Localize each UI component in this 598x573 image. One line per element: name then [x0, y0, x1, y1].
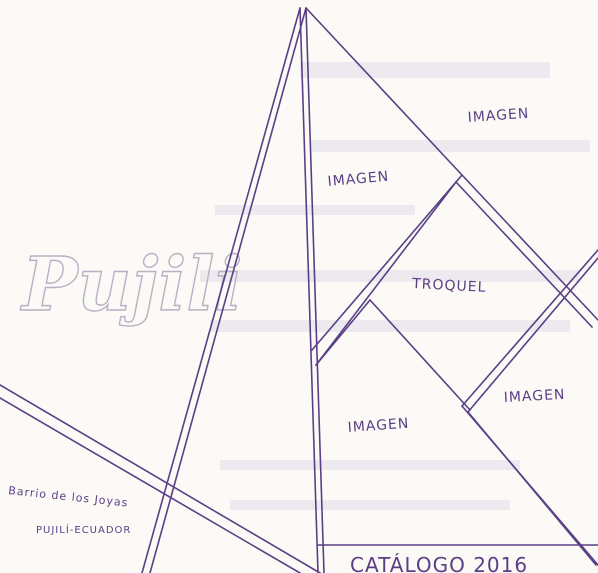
- caption-line-2: PUJILÍ-ECUADOR: [36, 523, 131, 536]
- label-imagen-lower-mid: IMAGEN: [347, 416, 410, 436]
- show-through-text: [200, 62, 590, 510]
- label-imagen-upper-mid: IMAGEN: [327, 169, 390, 190]
- lower-mid-left-edge: [316, 300, 370, 365]
- logo-wordmark: Pujili: [20, 242, 243, 328]
- label-troquel: TROQUEL: [411, 276, 487, 296]
- caption-line-1: Barrio de los Joyas: [8, 484, 129, 510]
- label-imagen-right: IMAGEN: [503, 387, 565, 406]
- lower-right-edge-b: [468, 412, 596, 565]
- lower-mid-top-edge: [370, 300, 470, 410]
- label-imagen-top-right: IMAGEN: [467, 106, 530, 126]
- catalog-title: CATÁLOGO 2016: [350, 553, 528, 573]
- upper-right-diagonal-a: [462, 175, 598, 320]
- crossing-line-a: [0, 385, 320, 573]
- upper-right-diagonal-b: [456, 182, 592, 327]
